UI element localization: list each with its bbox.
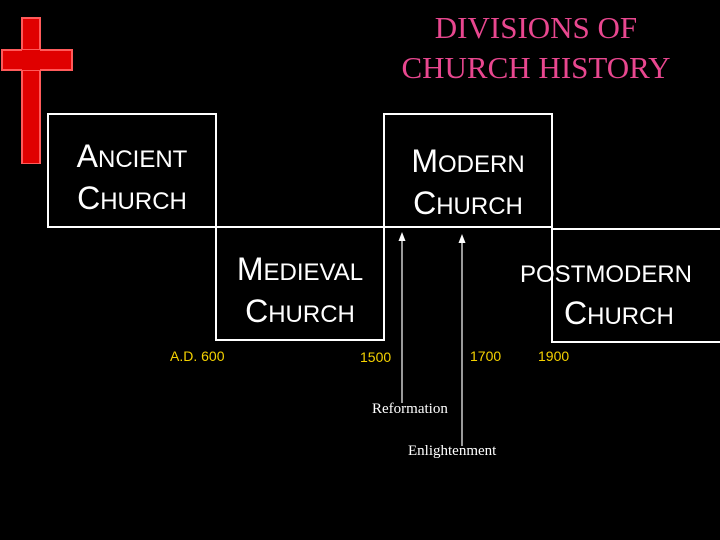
reformation-label: Reformation	[372, 401, 448, 417]
medieval-church-label: MEDIEVAL CHURCH	[236, 251, 364, 329]
date-label-1700: 1700	[470, 348, 502, 364]
cross-icon	[0, 14, 80, 169]
title-line-2: CHURCH HISTORY	[401, 50, 671, 85]
enlightenment-label: Enlightenment	[408, 443, 497, 459]
postmodern-church-box	[551, 228, 720, 343]
date-label-1900: 1900	[538, 348, 570, 364]
date-label-600: A.D. 600	[170, 348, 225, 364]
date-label-1500: 1500	[360, 349, 392, 365]
title-line-1: DIVISIONS OF	[434, 10, 638, 45]
ancient-church-label: ANCIENT CHURCH	[76, 138, 188, 216]
modern-church-box	[383, 113, 553, 228]
page-title: DIVISIONS OF CHURCH HISTORY	[296, 8, 716, 88]
modern-church-label: MODERN CHURCH	[411, 143, 525, 221]
ancient-church-box	[47, 113, 217, 228]
medieval-church-box	[215, 226, 385, 341]
postmodern-church-label: POSTMODERN CHURCH	[520, 261, 693, 331]
